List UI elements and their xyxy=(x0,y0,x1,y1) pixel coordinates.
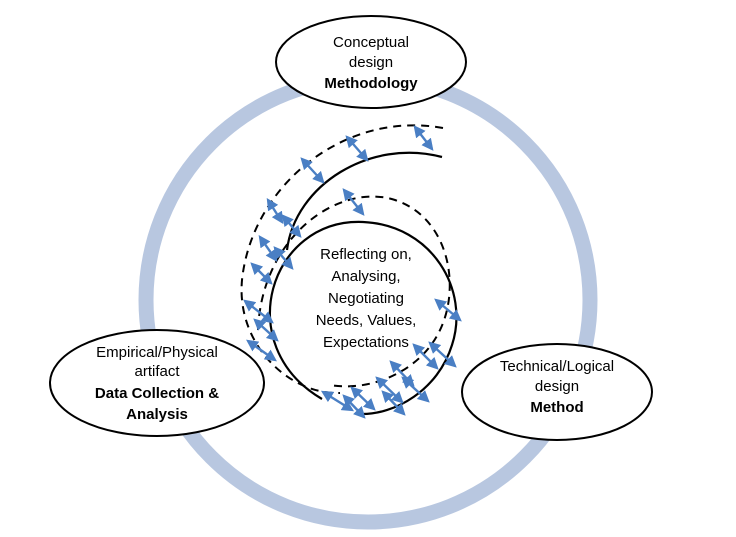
node-left-bold-2: Analysis xyxy=(126,406,188,423)
node-right-line-1: Technical/Logical xyxy=(500,358,614,375)
node-left-line-2: artifact xyxy=(134,363,180,380)
double-headed-arrow-icon xyxy=(253,318,279,342)
center-label: Reflecting on, Analysing, Negotiating Ne… xyxy=(316,246,417,351)
double-headed-arrow-icon xyxy=(389,360,415,387)
double-headed-arrow-icon xyxy=(258,235,278,262)
double-headed-arrow-icon xyxy=(300,157,325,184)
node-left-line-1: Empirical/Physical xyxy=(96,344,218,361)
double-headed-arrow-icon xyxy=(413,125,434,151)
center-line-4: Needs, Values, xyxy=(316,312,417,329)
double-headed-arrow-icon xyxy=(281,214,302,238)
double-headed-arrow-icon xyxy=(345,135,369,162)
double-headed-arrow-icon xyxy=(266,197,284,225)
spiral-dashed-outer xyxy=(240,124,444,395)
node-right-bold: Method xyxy=(530,399,583,416)
double-headed-arrow-icon xyxy=(243,299,274,324)
center-line-2: Analysing, xyxy=(331,268,400,285)
node-empirical-artifact: Empirical/Physical artifact Data Collect… xyxy=(49,329,265,437)
double-headed-arrow-icon xyxy=(350,386,376,411)
double-headed-arrow-icon xyxy=(412,343,439,370)
double-headed-arrow-icon xyxy=(246,339,277,362)
node-technical-design: Technical/Logical design Method xyxy=(461,343,653,441)
node-conceptual-design: Conceptual design Methodology xyxy=(275,15,467,109)
node-right-line-2: design xyxy=(535,378,579,395)
node-top-line-2: design xyxy=(349,54,393,71)
node-left-bold-1: Data Collection & xyxy=(95,385,219,402)
center-line-5: Expectations xyxy=(323,334,409,351)
double-headed-arrow-icon xyxy=(434,298,462,322)
center-line-1: Reflecting on, xyxy=(320,246,412,263)
center-line-3: Negotiating xyxy=(328,290,404,307)
node-top-bold: Methodology xyxy=(324,75,418,92)
node-top-line-1: Conceptual xyxy=(333,34,409,51)
double-headed-arrow-icon xyxy=(381,390,406,416)
spiral-dashed-inner xyxy=(257,195,451,388)
double-headed-arrow-icon xyxy=(342,188,365,216)
double-headed-arrow-icon xyxy=(273,246,294,270)
arrow-group xyxy=(243,125,462,419)
double-headed-arrow-icon xyxy=(250,262,273,285)
